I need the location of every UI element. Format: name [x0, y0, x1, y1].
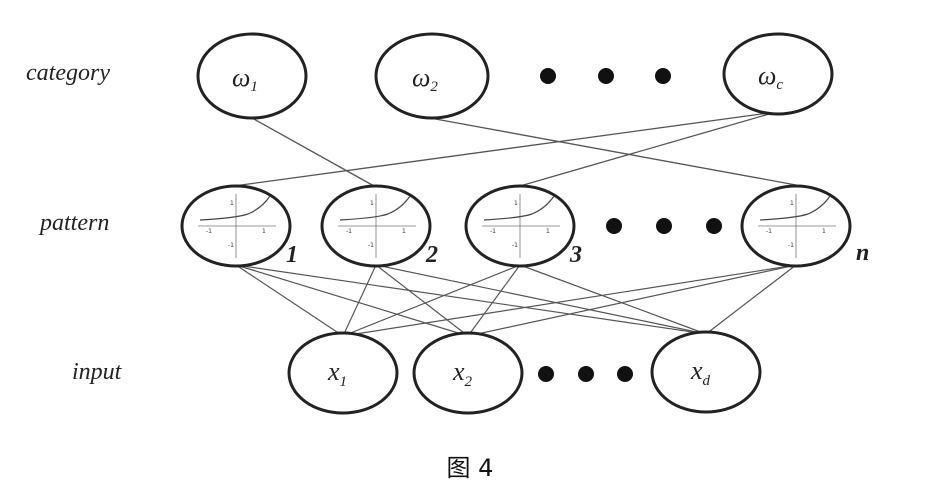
category-node-1: ω1 [196, 32, 308, 120]
pattern-index-3: 3 [569, 242, 582, 268]
svg-text:1: 1 [546, 228, 550, 235]
pattern-index-2: 2 [425, 242, 438, 268]
input-row-label: input [72, 359, 123, 385]
input-node-2: x2 [412, 331, 524, 415]
svg-text:ω2: ω2 [412, 63, 438, 95]
edge-p1-x2 [235, 264, 469, 337]
pattern-node-1: 1 -1 -1 1 1 [180, 184, 298, 268]
input-ellipsis-dots [538, 366, 633, 382]
activation-curve-icon [339, 195, 411, 221]
edge-p2-x1 [342, 264, 377, 337]
svg-text:-1: -1 [512, 242, 518, 249]
edge-p3-x2 [467, 264, 521, 337]
edge-p2-x2 [375, 264, 469, 337]
edge-wc-p3 [519, 111, 777, 187]
svg-text:-1: -1 [490, 228, 496, 235]
category-pattern-connections [233, 111, 797, 187]
input-node-1: x1 [287, 331, 399, 415]
category-row-label: category [26, 60, 110, 86]
pattern-node-n: 1 -1 -1 1 n [740, 184, 869, 268]
pattern-index-n: n [856, 240, 869, 266]
pattern-node-3: 1 -1 -1 1 3 [464, 184, 582, 268]
category-node-c: ωc [722, 32, 834, 116]
svg-text:x2: x2 [452, 357, 473, 390]
svg-text:ω1: ω1 [232, 63, 258, 95]
svg-text:-1: -1 [766, 228, 772, 235]
edge-wc-p1 [233, 111, 777, 187]
activation-curve-icon [199, 195, 271, 221]
svg-text:1: 1 [822, 228, 826, 235]
edge-pn-x2 [467, 264, 797, 337]
svg-text:1: 1 [514, 200, 518, 207]
pattern-input-connections [235, 264, 797, 337]
pattern-row-label: pattern [38, 210, 109, 236]
edge-pn-xd [705, 264, 797, 335]
activation-curve-icon [759, 195, 831, 221]
category-ellipsis-dots [540, 68, 671, 84]
edge-w2-pn [429, 117, 797, 186]
activation-curve-icon [483, 195, 555, 221]
svg-text:ωc: ωc [758, 61, 783, 93]
figure-caption: 图 4 [446, 454, 494, 482]
svg-text:1: 1 [790, 200, 794, 207]
svg-text:1: 1 [370, 200, 374, 207]
edge-w1-p2 [251, 117, 375, 187]
svg-text:-1: -1 [346, 228, 352, 235]
input-node-d: xd [650, 330, 762, 414]
svg-text:-1: -1 [228, 242, 234, 249]
category-node-2: ω2 [374, 32, 490, 120]
edge-pn-x1 [342, 264, 797, 337]
svg-text:1: 1 [230, 200, 234, 207]
svg-text:xd: xd [690, 356, 711, 389]
svg-text:-1: -1 [368, 242, 374, 249]
edge-p1-xd [235, 264, 707, 335]
pattern-index-1: 1 [286, 242, 298, 268]
edge-p1-x1 [235, 264, 344, 337]
svg-text:-1: -1 [788, 242, 794, 249]
svg-text:1: 1 [262, 228, 266, 235]
pattern-node-2: 1 -1 -1 1 2 [320, 184, 438, 268]
edge-p3-xd [519, 264, 707, 335]
edge-p2-xd [375, 264, 707, 335]
edge-p3-x1 [342, 264, 521, 337]
svg-text:1: 1 [402, 228, 406, 235]
svg-text:-1: -1 [206, 228, 212, 235]
svg-text:x1: x1 [327, 357, 347, 390]
pattern-ellipsis-dots [606, 218, 722, 234]
